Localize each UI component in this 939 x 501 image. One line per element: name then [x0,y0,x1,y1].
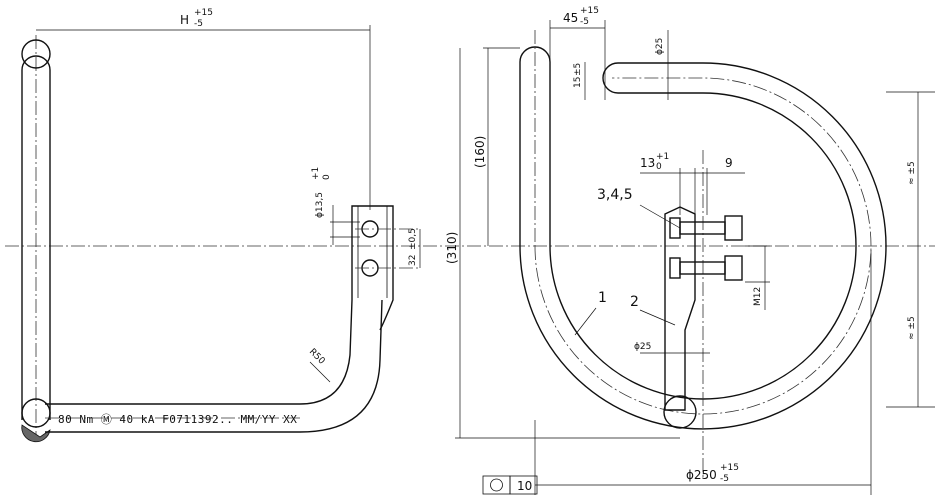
width-tol-minus: -5 [194,19,203,29]
slot-tol-zero: 0 [656,162,662,172]
left-rod-top-circle [21,39,51,69]
bolt-label: M12 [753,287,763,306]
tolerance-value: 10 [517,479,532,493]
part-1-leader [574,307,597,336]
left-rod-foot [21,424,51,443]
part-refs-leader [639,204,681,229]
part-2-label: 2 [630,294,639,310]
radius-leader [309,361,331,383]
circularity-symbol-icon [490,478,503,492]
side-tol-1-label: ≈ ±5 [907,161,917,185]
hole-dia-label: ϕ13,5 [315,192,325,218]
part-2-leader [639,309,676,326]
part-1-label: 1 [598,290,607,306]
gap-dimension-tol: ±5 [573,63,583,76]
plate-rod-dia-label: ϕ25 [634,342,651,352]
gap-dimension-label: 15 [573,77,583,88]
bend-radius-label: R50 [307,347,327,367]
ring-tol-plus: +15 [720,463,739,473]
left-view: H +15 -5 ϕ13,5 +1 0 32 ±0,5 R50 80 Nm Ⓜ … [5,8,935,443]
left-rod-bottom-circle [21,398,51,428]
hole-spacing-label: 32 [408,255,418,266]
ring-dia-label: ϕ250 [686,468,717,482]
left-rod-top-cap [21,55,51,71]
part-refs-label: 3,4,5 [597,187,633,203]
plate-rod-section [663,395,697,429]
slot-dimension-label: 13 [640,156,655,170]
total-ref-label: (310) [445,232,459,264]
hole-tol-zero: 0 [322,174,332,180]
hole-spacing-tol: ±0,5 [408,228,418,250]
bolt-bottom [669,255,743,281]
rod-marking-text: 80 Nm Ⓜ 40 kA F0711392.. MM/YY XX [58,413,297,426]
width-tol-plus: +15 [194,8,213,18]
height-ref-label: (160) [473,136,487,168]
lug-plate [351,205,394,331]
offset-tol-minus: -5 [580,17,589,27]
width-dimension-label: H [180,13,189,27]
bolt-top [669,215,743,241]
ring-inner [549,92,857,400]
bend-inner [299,299,353,405]
offset-tol-plus: +15 [580,6,599,16]
offset-dimension-label: 45 [563,11,578,25]
edge-dimension-label: 9 [725,156,733,170]
ring-centerline [534,77,872,415]
ring-outer [519,62,887,430]
bend-outer [299,299,383,433]
rod-dia-label: ϕ25 [655,38,665,55]
side-tol-2-label: ≈ ±5 [907,316,917,340]
right-view: 45 +15 -5 ϕ25 15 ±5 (160) (310) 13 +1 0 … [445,6,935,495]
ring-end-cap [602,62,619,94]
hole-tol-plus: +1 [311,167,321,180]
tolerance-frame: 10 [482,475,538,495]
ring-tol-minus: -5 [720,474,729,484]
clamp-plate [664,206,696,411]
slot-tol-plus: +1 [656,152,669,162]
